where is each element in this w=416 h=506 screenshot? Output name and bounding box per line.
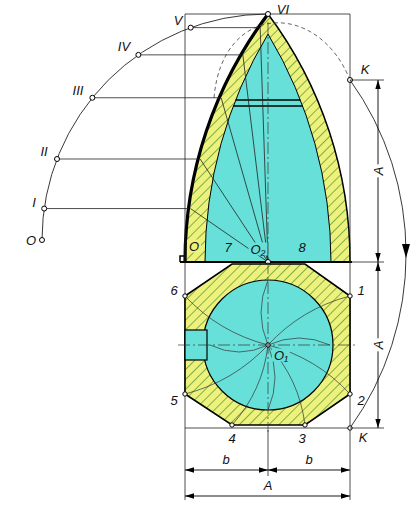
construction-point	[303, 423, 307, 427]
drawing-label: IV	[116, 40, 132, 53]
body-outline	[185, 14, 350, 262]
drawing-label: A	[372, 339, 385, 352]
center-line	[268, 22, 269, 432]
projection-line	[92, 97, 219, 98]
drawing-label: K	[357, 431, 370, 444]
construction-curve	[268, 338, 330, 345]
drawing-label: 1	[355, 284, 366, 297]
drawing-label: 4	[226, 432, 237, 445]
center-line	[178, 345, 358, 346]
drawing-label: A	[262, 479, 275, 492]
drawing-label: 3	[296, 432, 307, 445]
radial-line	[260, 28, 268, 262]
construction-point	[40, 238, 45, 243]
construction-curve	[261, 280, 268, 345]
drawing-label: O₂	[248, 243, 267, 256]
drawing-label: O₁	[272, 349, 290, 362]
body-outline-bold	[185, 14, 268, 262]
base-step	[180, 256, 185, 262]
drawing-label: b	[303, 453, 314, 466]
construction-curve	[268, 345, 350, 394]
extension-line	[350, 80, 384, 81]
drawing-label: 7	[222, 241, 233, 254]
construction-point	[230, 423, 234, 427]
drawing-label: O	[24, 234, 38, 247]
ring-line	[236, 99, 301, 100]
projection-line	[185, 14, 186, 262]
drawing-label: 8	[296, 241, 307, 254]
rotation-arc	[350, 80, 406, 428]
drawing-label: VI	[275, 3, 291, 16]
dimension-line	[268, 470, 350, 471]
construction-point	[55, 157, 60, 162]
drawing-label: II	[38, 145, 49, 158]
drawing-label: 2	[355, 394, 366, 407]
drawing-label: 5	[168, 394, 179, 407]
drawing-label: 6	[168, 284, 179, 297]
drawing-label: O	[187, 240, 201, 253]
arrow-head	[402, 244, 410, 258]
radial-line	[221, 98, 268, 262]
drawing-label: b	[220, 453, 231, 466]
construction-curve	[232, 345, 268, 425]
construction-point	[90, 95, 95, 100]
tip-construction	[214, 23, 350, 98]
drawing-label: A	[372, 165, 385, 178]
extension-line	[350, 262, 384, 263]
radial-line	[200, 159, 268, 262]
projection-line	[44, 208, 188, 209]
dimension-line	[185, 470, 268, 471]
construction-arc	[42, 14, 268, 240]
octagon-wall	[185, 264, 350, 425]
construction-curve	[185, 345, 268, 394]
projection-line	[57, 159, 198, 160]
construction-curve	[185, 296, 268, 345]
drawing-label: V	[172, 14, 185, 27]
extension-line	[350, 428, 384, 429]
construction-point	[266, 12, 271, 17]
drawing-label: I	[30, 196, 38, 209]
construction-point	[42, 206, 47, 211]
drawing-label: III	[71, 84, 86, 97]
construction-point	[188, 25, 193, 30]
projection-line	[268, 430, 269, 476]
radial-line	[190, 209, 268, 262]
projection-line	[138, 54, 240, 55]
construction-point	[348, 294, 352, 298]
body-wall	[185, 14, 350, 262]
construction-point	[136, 52, 141, 57]
construction-curve	[268, 345, 305, 425]
construction-curve	[210, 345, 268, 352]
drawing-label: K	[359, 63, 372, 76]
construction-point	[348, 392, 352, 396]
dimension-line	[185, 496, 350, 497]
construction-curve	[268, 296, 350, 345]
construction-point	[183, 392, 187, 396]
construction-point	[183, 294, 187, 298]
illustration	[40, 12, 411, 501]
projection-line	[191, 27, 258, 28]
projection-line	[185, 428, 350, 429]
